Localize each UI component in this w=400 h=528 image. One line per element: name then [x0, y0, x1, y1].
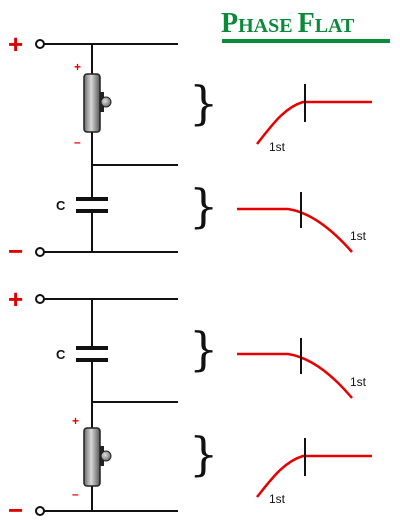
- curve-line: [256, 454, 372, 498]
- curve-line: [237, 207, 353, 253]
- title-word-lat: LAT: [315, 15, 355, 37]
- speaker-driver: + –: [72, 414, 112, 501]
- circuit-2: + C + – − } } 1st: [8, 284, 372, 525]
- speaker-magnet: [100, 96, 112, 108]
- speaker-magnet: [100, 450, 112, 462]
- driver-plus-label: +: [74, 60, 81, 74]
- title-text: PHASE FLAT: [221, 8, 355, 39]
- slope-label: 1st: [269, 140, 286, 154]
- capacitor-label: C: [56, 198, 66, 213]
- capacitor-label: C: [56, 347, 66, 362]
- positive-terminal-label: +: [8, 29, 23, 59]
- capacitor: C: [56, 197, 108, 213]
- curve-line: [237, 352, 353, 399]
- brace: }: [189, 322, 218, 376]
- driver-plus-label: +: [72, 414, 79, 428]
- slope-label: 1st: [269, 492, 286, 506]
- capacitor: C: [56, 346, 108, 362]
- curve-line: [256, 100, 372, 145]
- brace: }: [189, 179, 218, 233]
- title-letter-p: P: [221, 8, 238, 39]
- negative-terminal-label: −: [8, 236, 23, 266]
- response-curve-high-pass: 1st: [256, 438, 372, 506]
- brace: }: [189, 427, 218, 481]
- brace: }: [189, 76, 218, 130]
- positive-terminal-label: +: [8, 284, 23, 314]
- response-curve-low-pass: 1st: [237, 338, 367, 399]
- negative-terminal: [35, 247, 45, 257]
- slope-label: 1st: [350, 229, 367, 243]
- response-curve-high-pass: 1st: [256, 84, 372, 154]
- circuit-1: + + – C − } } 1st: [8, 29, 372, 266]
- negative-terminal: [35, 506, 45, 516]
- slope-label: 1st: [350, 375, 367, 389]
- driver-minus-label: –: [72, 487, 79, 501]
- negative-terminal-label: −: [8, 495, 23, 525]
- positive-terminal: [35, 294, 45, 304]
- title-word-hase: HASE: [238, 15, 297, 37]
- driver-minus-label: –: [74, 135, 81, 149]
- title-letter-f: F: [298, 8, 315, 39]
- positive-terminal: [35, 39, 45, 49]
- title: PHASE FLAT: [221, 8, 390, 43]
- speaker-driver: + –: [74, 60, 112, 149]
- speaker-cone: [83, 73, 101, 133]
- response-curve-low-pass: 1st: [237, 192, 367, 253]
- title-underline: [222, 39, 390, 43]
- speaker-cone: [83, 427, 101, 487]
